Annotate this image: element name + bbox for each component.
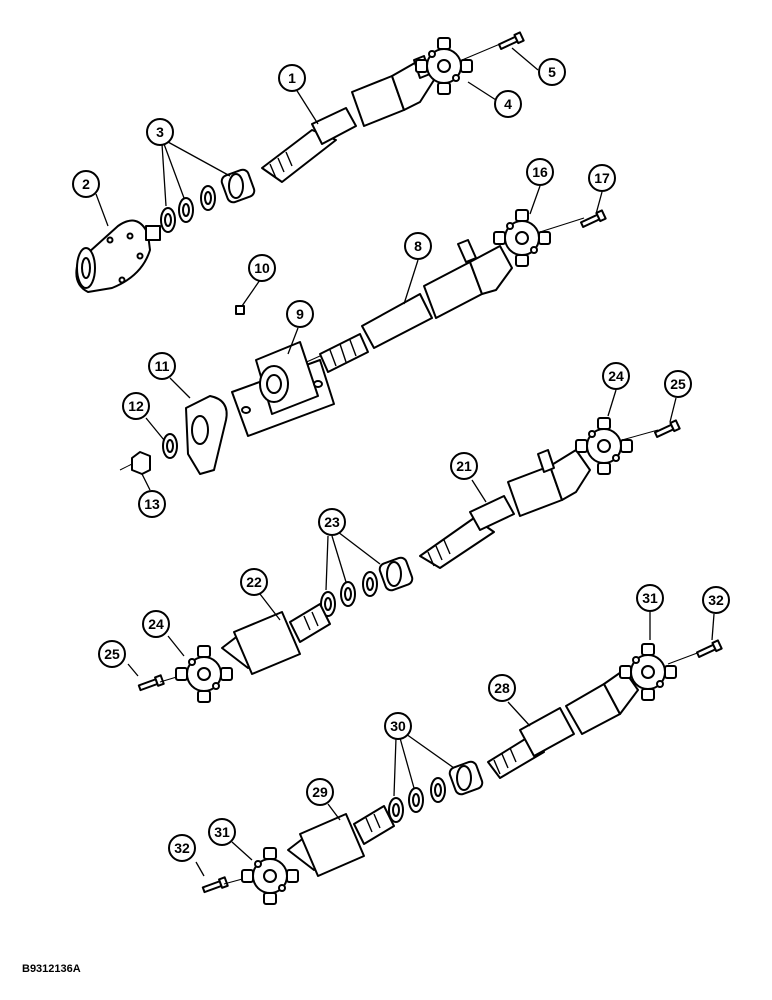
- fitting-part-10: [235, 305, 245, 315]
- nut-part-13: [131, 451, 151, 475]
- svg-text:16: 16: [532, 164, 548, 180]
- callout-4: 4: [494, 90, 522, 118]
- bearing-set-23: [320, 556, 414, 617]
- bearing-set-3: [160, 168, 256, 233]
- svg-text:29: 29: [312, 784, 328, 800]
- svg-text:32: 32: [708, 592, 724, 608]
- callout-12: 12: [122, 392, 150, 420]
- callout-32-lower: 32: [168, 834, 196, 862]
- shaft-assembly-29: [201, 805, 395, 905]
- callout-24-lower: 24: [142, 610, 170, 638]
- u-joint-part-31-lower: [241, 847, 299, 905]
- svg-text:24: 24: [608, 368, 624, 384]
- bolt-part-5: [497, 31, 525, 52]
- svg-text:23: 23: [324, 514, 340, 530]
- callout-32-upper: 32: [702, 586, 730, 614]
- callout-17: 17: [588, 164, 616, 192]
- shaft-part-21: [419, 449, 591, 569]
- svg-text:11: 11: [155, 358, 170, 374]
- callout-21: 21: [450, 452, 478, 480]
- shaft-assembly-1: [75, 31, 525, 293]
- shaft-assembly-8: [119, 209, 607, 475]
- bolt-part-25-lower: [137, 674, 165, 693]
- svg-text:22: 22: [246, 574, 262, 590]
- callout-22: 22: [240, 568, 268, 596]
- shaft-assembly-28: [388, 639, 723, 823]
- bolt-part-17: [579, 209, 607, 230]
- callout-16: 16: [526, 158, 554, 186]
- svg-text:13: 13: [144, 496, 160, 512]
- svg-text:9: 9: [296, 306, 304, 322]
- bolt-part-25-upper: [653, 419, 681, 440]
- yoke-part-11: [185, 395, 228, 475]
- callout-1: 1: [278, 64, 306, 92]
- pillow-block-bearing-part-9: [231, 341, 335, 437]
- svg-text:28: 28: [494, 680, 510, 696]
- callout-24-upper: 24: [602, 362, 630, 390]
- svg-text:31: 31: [642, 590, 658, 606]
- svg-text:17: 17: [594, 170, 610, 186]
- svg-text:32: 32: [174, 840, 190, 856]
- svg-text:5: 5: [548, 64, 556, 80]
- leader-lines: [95, 47, 715, 877]
- callout-3: 3: [146, 118, 174, 146]
- svg-text:2: 2: [82, 176, 90, 192]
- shaft-part-8: [319, 239, 513, 373]
- callout-8: 8: [404, 232, 432, 260]
- callout-5: 5: [538, 58, 566, 86]
- shaft-part-28: [487, 669, 639, 779]
- callout-30: 30: [384, 712, 412, 740]
- callout-25-upper: 25: [664, 370, 692, 398]
- callout-11: 11: [148, 352, 176, 380]
- shaft-assembly-22: [137, 603, 331, 703]
- bearing-set-30: [388, 760, 484, 823]
- svg-text:1: 1: [288, 70, 296, 86]
- svg-text:8: 8: [414, 238, 422, 254]
- u-joint-part-24-lower: [175, 645, 233, 703]
- shaft-part-1: [261, 55, 435, 183]
- svg-text:31: 31: [214, 824, 230, 840]
- callout-25-lower: 25: [98, 640, 126, 668]
- svg-text:30: 30: [390, 718, 406, 734]
- svg-text:25: 25: [670, 376, 686, 392]
- washer-part-12: [162, 433, 178, 459]
- svg-text:12: 12: [128, 398, 144, 414]
- callout-10: 10: [248, 254, 276, 282]
- svg-text:25: 25: [104, 646, 120, 662]
- callout-29: 29: [306, 778, 334, 806]
- callout-31-lower: 31: [208, 818, 236, 846]
- svg-text:10: 10: [254, 260, 270, 276]
- callout-31-upper: 31: [636, 584, 664, 612]
- hub-part-2: [75, 219, 161, 293]
- bolt-part-32-upper: [695, 639, 723, 660]
- svg-text:24: 24: [148, 616, 164, 632]
- callout-2: 2: [72, 170, 100, 198]
- drawing-reference: B9312136A: [22, 963, 81, 975]
- shaft-part-29: [287, 805, 395, 877]
- svg-text:21: 21: [456, 458, 472, 474]
- callout-23: 23: [318, 508, 346, 536]
- callout-9: 9: [286, 300, 314, 328]
- callout-28: 28: [488, 674, 516, 702]
- bolt-part-32-lower: [201, 876, 229, 895]
- shaft-part-22: [221, 603, 331, 675]
- shaft-assembly-21: [320, 417, 681, 617]
- svg-text:3: 3: [156, 124, 164, 140]
- svg-text:4: 4: [504, 96, 512, 112]
- callout-13: 13: [138, 490, 166, 518]
